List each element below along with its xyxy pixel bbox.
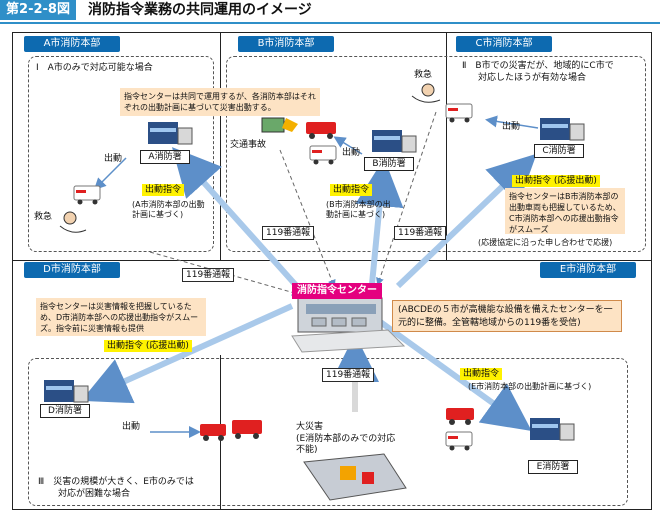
dispatch-label-b: 出動 bbox=[342, 148, 361, 158]
ambulance-c bbox=[445, 103, 473, 123]
dispatch-order-b: 出動指令 bbox=[330, 184, 373, 196]
region-e-tab: E市消防本部 bbox=[540, 262, 636, 278]
arrow-to-b-station bbox=[355, 158, 404, 285]
call-119-c: 119番通報 bbox=[394, 226, 447, 240]
c-support-note: 指令センターはB市消防本部の出動車両も把握しているため、C市消防本部への応援出動… bbox=[505, 188, 625, 234]
case3-title-line1: Ⅲ 災害の規模が大きく、E市のみでは bbox=[38, 477, 194, 487]
case2-title-line2: 対応したほうが有効な場合 bbox=[478, 73, 587, 83]
dispatch-order-d: 出動指令 (応援出動) bbox=[104, 340, 192, 352]
case3-title-line2: 対応が困難な場合 bbox=[58, 489, 131, 499]
call-arrow-from-a bbox=[149, 251, 300, 297]
arrow-to-a-station bbox=[171, 147, 305, 295]
call-119-a: 119番通報 bbox=[182, 268, 235, 282]
dispatch-label-c: 出動 bbox=[502, 122, 521, 132]
c-support-subnote: (応援協定に沿った申し合わせで応援) bbox=[478, 238, 613, 247]
rescue-label-c: 救急 bbox=[414, 70, 433, 80]
fire-truck-d-2 bbox=[232, 420, 262, 439]
region-b-tab: B市消防本部 bbox=[238, 36, 334, 52]
disaster-scene-illustration bbox=[303, 453, 407, 501]
station-a-label: A消防署 bbox=[140, 150, 190, 164]
station-c-label: C消防署 bbox=[534, 144, 584, 158]
station-a-building bbox=[148, 122, 193, 145]
diagram-frame bbox=[12, 32, 652, 510]
call-arrow-from-c bbox=[376, 111, 437, 286]
fire-truck-d-1 bbox=[200, 424, 226, 441]
call-119-b: 119番通報 bbox=[262, 226, 315, 240]
station-c-building bbox=[540, 118, 585, 141]
d-support-note: 指令センターは災害情報を把握しているため、D市消防本部への応援出動指令がスムーズ… bbox=[36, 298, 206, 336]
disaster-label: 大災害 bbox=[296, 422, 324, 432]
center-note: (ABCDEの５市が高機能な設備を備えたセンターを一元的に整備。全管轄地域からの… bbox=[392, 300, 622, 332]
top-note: 指令センターは共同で運用するが、各消防本部はそれぞれの出動計画に基づいて災害出動… bbox=[120, 88, 320, 116]
dispatch-arrow-b bbox=[333, 136, 363, 155]
arrow-to-c-station bbox=[395, 153, 537, 289]
rescue-label-a: 救急 bbox=[34, 212, 53, 222]
station-b-building bbox=[372, 130, 417, 153]
region-a-tab: A市消防本部 bbox=[24, 36, 120, 52]
patient-c bbox=[411, 83, 441, 103]
region-d-tab: D市消防本部 bbox=[24, 262, 120, 278]
divider-ab bbox=[220, 32, 221, 260]
ambulance-b bbox=[309, 145, 337, 165]
patient-a bbox=[59, 211, 87, 233]
dispatch-arrow-c bbox=[485, 115, 539, 129]
call-119-e: 119番通報 bbox=[322, 368, 375, 382]
dispatch-arrow-a bbox=[93, 157, 127, 191]
dispatch-order-e: 出動指令 bbox=[460, 368, 503, 380]
divider-bc bbox=[446, 32, 447, 260]
dispatch-plan-b: (B市消防本部の出動計画に基づく) bbox=[326, 200, 391, 219]
dispatch-label-d: 出動 bbox=[122, 422, 141, 432]
dispatch-order-a: 出動指令 bbox=[142, 184, 185, 196]
station-d-label: D消防署 bbox=[40, 404, 90, 418]
dispatch-order-c: 出動指令 (応援出動) bbox=[512, 175, 600, 187]
traffic-accident-illustration bbox=[261, 117, 298, 133]
dispatch-label-a: 出動 bbox=[104, 154, 123, 164]
dispatch-plan-e: (E市消防本部の出動計画に基づく) bbox=[468, 382, 592, 391]
case3-area bbox=[28, 358, 628, 506]
dispatch-plan-a: (A市消防本部の出動計画に基づく) bbox=[132, 200, 205, 219]
arrow-to-e-station bbox=[370, 313, 532, 432]
station-e-building bbox=[530, 418, 575, 441]
figure-number: 第2-2-8図 bbox=[0, 0, 76, 20]
center-ground bbox=[291, 329, 406, 353]
fire-truck-e bbox=[446, 408, 474, 425]
case2-title-line1: Ⅱ B市での災害だが、地域的にC市で bbox=[462, 61, 614, 71]
disaster-sublabel: (E消防本部のみでの対応不能) bbox=[296, 434, 396, 455]
case1-title: Ⅰ A市のみで対応可能な場合 bbox=[36, 63, 153, 73]
figure-title: 消防指令業務の共同運用のイメージ bbox=[88, 2, 312, 18]
dispatch-center-label: 消防指令センター bbox=[292, 283, 382, 299]
region-c-tab: C市消防本部 bbox=[456, 36, 552, 52]
ambulance-a bbox=[73, 185, 101, 205]
divider-top-bottom bbox=[12, 260, 652, 261]
call-arrow-from-b bbox=[279, 149, 336, 288]
header-rule bbox=[0, 22, 660, 24]
arrow-to-d-station bbox=[81, 303, 294, 404]
traffic-accident-label: 交通事故 bbox=[230, 140, 267, 150]
dispatch-center-illustration bbox=[297, 297, 383, 333]
fire-truck-b bbox=[306, 122, 336, 139]
station-e-label: E消防署 bbox=[528, 460, 578, 474]
ambulance-e bbox=[445, 431, 473, 451]
station-d-building bbox=[44, 380, 89, 403]
station-b-label: B消防署 bbox=[364, 157, 414, 171]
